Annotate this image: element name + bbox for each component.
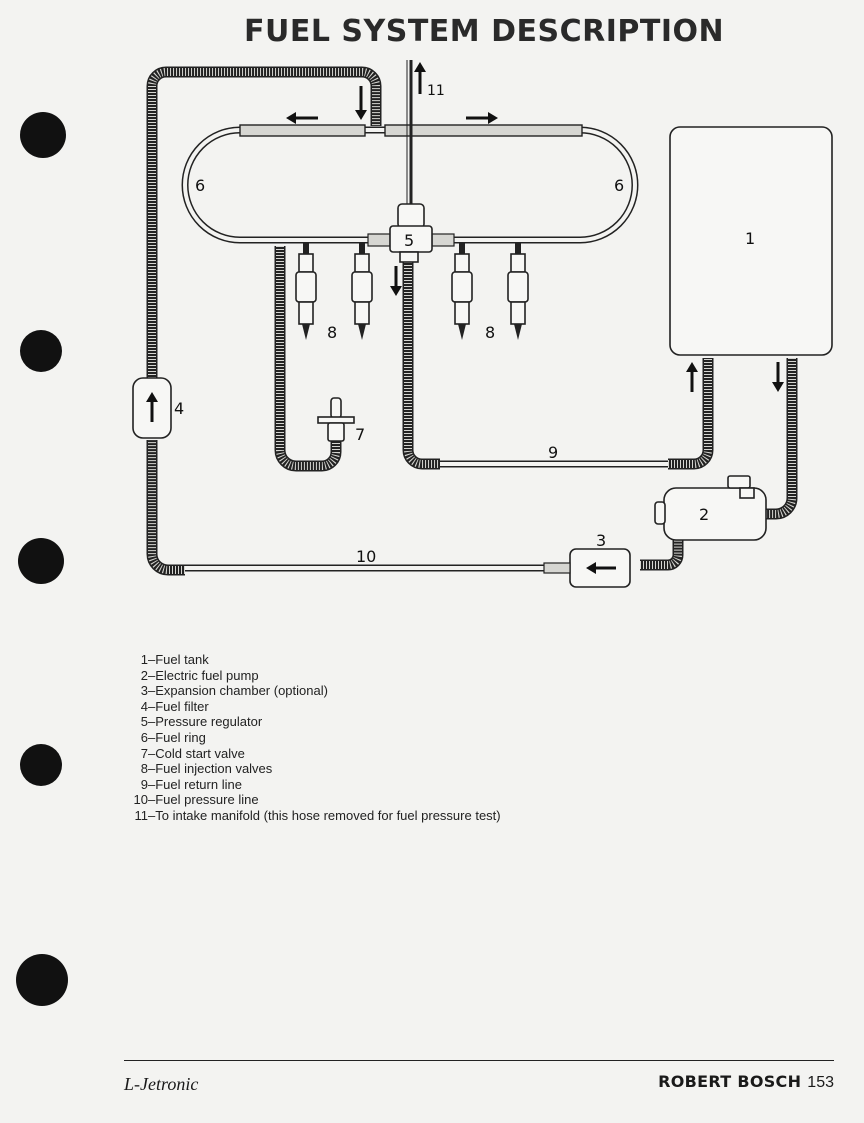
footer-right: ROBERT BOSCH 153 bbox=[658, 1072, 834, 1092]
arrow-icon bbox=[414, 62, 426, 94]
footer-brand: ROBERT BOSCH bbox=[658, 1072, 802, 1091]
binder-hole bbox=[20, 744, 62, 786]
arrow-icon bbox=[355, 86, 367, 120]
fuel-tank bbox=[669, 126, 833, 356]
fuel-injection-valves-left bbox=[295, 242, 373, 340]
footer-divider bbox=[124, 1060, 834, 1061]
label-return-line: 9 bbox=[548, 443, 558, 462]
arrow-icon bbox=[466, 112, 498, 124]
intake-hose bbox=[406, 60, 413, 205]
label-intake-manifold: 11 bbox=[427, 83, 445, 99]
legend-item: 4–Fuel filter bbox=[140, 698, 209, 714]
legend-item: 7–Cold start valve bbox=[140, 745, 245, 761]
page-title: FUEL SYSTEM DESCRIPTION bbox=[244, 14, 725, 49]
arrow-icon bbox=[146, 392, 158, 422]
pressure-regulator bbox=[389, 203, 433, 263]
fuel-return-line bbox=[402, 262, 714, 470]
label-fuel-ring-right: 6 bbox=[614, 176, 624, 195]
legend-item: 3–Expansion chamber (optional) bbox=[140, 683, 328, 699]
label-injectors-right: 8 bbox=[485, 323, 495, 342]
suction-line bbox=[764, 358, 798, 520]
fuel-ring bbox=[181, 124, 639, 247]
legend-item: 11–To intake manifold (this hose removed… bbox=[134, 807, 501, 823]
label-fuel-pump: 2 bbox=[699, 505, 709, 524]
label-cold-start-valve: 7 bbox=[355, 425, 365, 444]
page-number: 153 bbox=[807, 1074, 834, 1091]
binder-hole bbox=[18, 538, 64, 584]
legend-item: 8–Fuel injection valves bbox=[140, 761, 273, 777]
legend-item: 2–Electric fuel pump bbox=[140, 667, 259, 683]
electric-fuel-pump bbox=[654, 475, 767, 541]
legend: 1–Fuel tank 2–Electric fuel pump 3–Expan… bbox=[120, 652, 501, 824]
binder-hole bbox=[20, 112, 66, 158]
label-expansion-chamber: 3 bbox=[596, 531, 606, 550]
arrow-icon bbox=[390, 266, 402, 296]
footer-system-name: L-Jetronic bbox=[124, 1074, 199, 1094]
fuel-pressure-line bbox=[146, 66, 684, 576]
binder-hole bbox=[16, 954, 68, 1006]
legend-item: 5–Pressure regulator bbox=[140, 714, 263, 730]
cold-start-line bbox=[274, 246, 342, 472]
arrow-icon bbox=[772, 362, 784, 392]
legend-item: 6–Fuel ring bbox=[140, 729, 206, 745]
arrow-icon bbox=[286, 112, 318, 124]
label-pressure-line: 10 bbox=[356, 547, 376, 566]
arrow-icon bbox=[586, 562, 616, 574]
fuel-injection-valves-right bbox=[451, 242, 529, 340]
legend-item: 1–Fuel tank bbox=[140, 652, 209, 667]
binder-hole bbox=[20, 330, 62, 372]
cold-start-valve bbox=[317, 397, 355, 442]
label-fuel-filter: 4 bbox=[174, 399, 184, 418]
label-fuel-tank: 1 bbox=[745, 229, 755, 248]
arrow-icon bbox=[686, 362, 698, 392]
legend-item: 9–Fuel return line bbox=[140, 776, 242, 792]
legend-item: 10–Fuel pressure line bbox=[133, 792, 259, 808]
label-pressure-regulator: 5 bbox=[404, 231, 414, 250]
label-injectors-left: 8 bbox=[327, 323, 337, 342]
label-fuel-ring-left: 6 bbox=[195, 176, 205, 195]
